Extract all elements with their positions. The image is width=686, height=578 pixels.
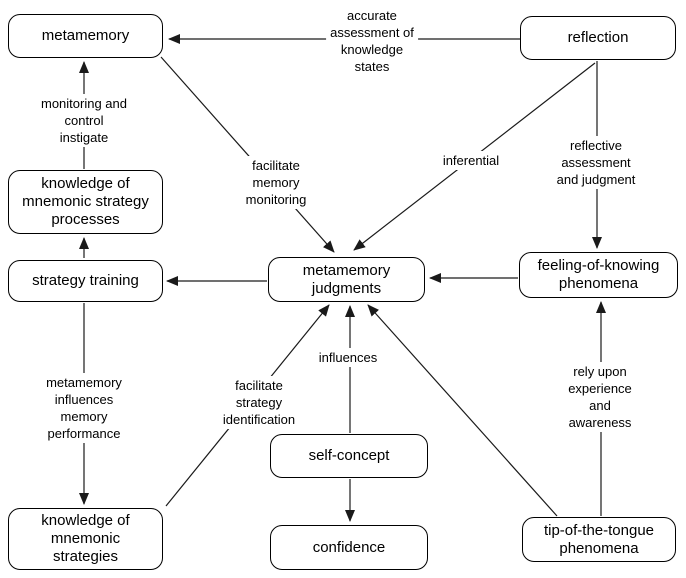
node-metamemory: metamemory xyxy=(8,14,163,58)
edge-metamemory-to-judgments xyxy=(160,56,335,253)
node-tip-of-the-tongue-phenomena: tip-of-the-tongue phenomena xyxy=(522,517,676,562)
node-knowledge-of-mnemonic-strategies-label: knowledge of mnemonic strategies xyxy=(41,512,130,565)
edge-label-influences: influences xyxy=(314,348,382,367)
node-self-concept-label: self-concept xyxy=(308,447,390,464)
node-confidence: confidence xyxy=(270,525,428,570)
node-knowledge-of-mnemonic-strategy-processes-label: knowledge of mnemonic strategy processes xyxy=(22,175,149,228)
node-knowledge-of-mnemonic-strategy-processes: knowledge of mnemonic strategy processes xyxy=(8,170,163,234)
edge-label-inferential: inferential xyxy=(438,151,504,170)
node-strategy-training: strategy training xyxy=(8,260,163,302)
node-self-concept: self-concept xyxy=(270,434,428,478)
node-strategy-training-label: strategy training xyxy=(32,272,139,289)
edge-label-reflective-assessment: reflective assessment and judgment xyxy=(552,136,640,189)
node-reflection: reflection xyxy=(520,16,676,60)
edge-tot-to-judgments xyxy=(367,304,558,517)
node-knowledge-of-mnemonic-strategies: knowledge of mnemonic strategies xyxy=(8,508,163,570)
node-reflection-label: reflection xyxy=(567,29,629,46)
edge-label-metamemory-influences-performance: metamemory influences memory performance xyxy=(42,373,126,443)
node-feeling-of-knowing-phenomena-label: feeling-of-knowing phenomena xyxy=(537,257,660,292)
node-metamemory-label: metamemory xyxy=(41,27,130,44)
node-tip-of-the-tongue-phenomena-label: tip-of-the-tongue phenomena xyxy=(543,521,655,557)
edge-label-accurate-assessment: accurate assessment of knowledge states xyxy=(326,6,418,76)
edge-label-facilitate-memory-monitoring: facilitate memory monitoring xyxy=(241,156,311,209)
node-confidence-label: confidence xyxy=(312,538,386,556)
node-metamemory-judgments: metamemory judgments xyxy=(268,257,425,302)
node-metamemory-judgments-label: metamemory judgments xyxy=(302,261,391,297)
edge-label-monitoring-and-control: monitoring and control instigate xyxy=(37,94,131,147)
node-feeling-of-knowing-phenomena: feeling-of-knowing phenomena xyxy=(519,252,678,298)
edge-label-facilitate-strategy-identification: facilitate strategy identification xyxy=(218,376,300,429)
edge-label-rely-upon-experience: rely upon experience and awareness xyxy=(557,362,643,432)
